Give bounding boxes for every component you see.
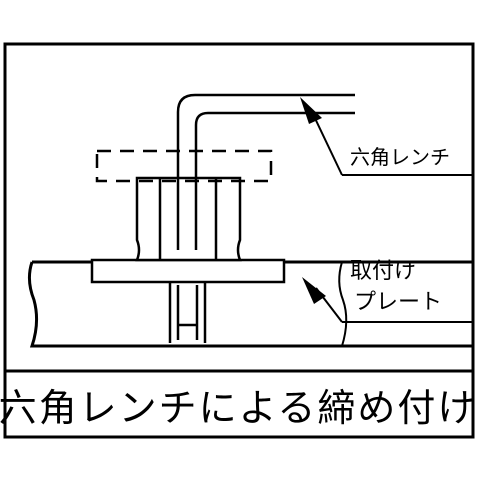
plate-label-line1: 取付け xyxy=(350,259,416,284)
wrench-arrow-icon xyxy=(300,97,322,124)
plate-arrow-icon xyxy=(302,277,326,304)
bolt-head xyxy=(135,176,242,262)
wrench-leader-line xyxy=(311,111,343,176)
caption: 六角レンチによる締め付け xyxy=(0,385,478,430)
plate-label-line2: プレート xyxy=(354,290,442,315)
washer xyxy=(90,258,286,284)
hex-wrench xyxy=(176,93,355,250)
plate-break-right xyxy=(338,261,348,347)
outer-frame xyxy=(3,42,475,439)
hex-wrench-label: 六角レンチ xyxy=(350,145,450,169)
bolt-shank xyxy=(168,282,207,343)
wrench-engagement-outline xyxy=(95,149,273,183)
